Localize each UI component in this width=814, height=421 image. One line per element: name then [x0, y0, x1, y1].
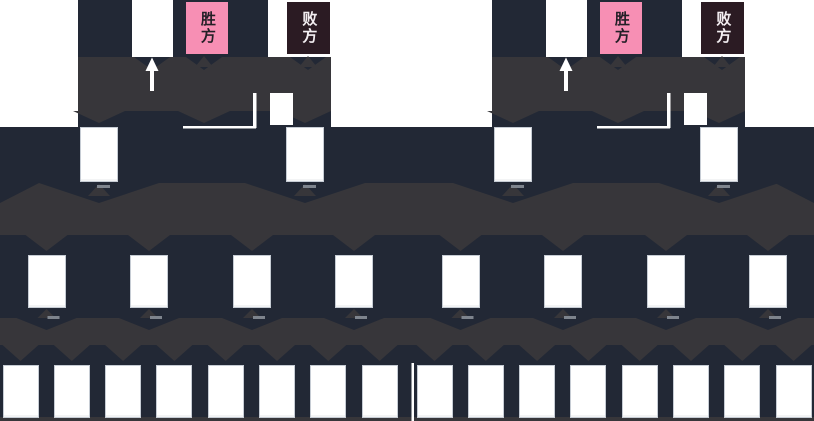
half-divider-line [411, 363, 414, 421]
round3-slot[interactable] [80, 127, 118, 182]
round2-slot[interactable] [441, 255, 480, 308]
loser-badge-label: 败方 [300, 11, 318, 45]
round2-slot[interactable] [749, 255, 787, 308]
loser-badge-label: 败方 [714, 11, 732, 45]
round1-slot[interactable] [673, 365, 709, 418]
round1-slot[interactable] [519, 365, 556, 418]
champion-slot[interactable] [132, 0, 173, 57]
up-arrow-icon [145, 57, 159, 91]
round1-slot[interactable] [467, 365, 504, 418]
champion-slot[interactable] [546, 0, 587, 57]
round1-slot[interactable] [259, 365, 295, 418]
loser-path-slot[interactable] [270, 93, 293, 125]
round1-slot[interactable] [416, 365, 453, 418]
winner-badge: 胜方 [600, 2, 642, 54]
round3-slot[interactable] [286, 127, 324, 182]
round1-slot[interactable] [621, 365, 658, 418]
round1-slot[interactable] [310, 365, 347, 418]
loser-path-slot[interactable] [684, 93, 707, 125]
round3-slot[interactable] [700, 127, 738, 182]
round1-slot[interactable] [105, 365, 142, 418]
winner-badge: 胜方 [186, 2, 228, 54]
round2-slot[interactable] [647, 255, 685, 308]
round2-slot[interactable] [130, 255, 168, 308]
round1-slot[interactable] [156, 365, 193, 418]
round1-slot[interactable] [361, 365, 398, 418]
round1-slot[interactable] [775, 365, 812, 418]
up-arrow-icon [559, 57, 573, 91]
round2-slot[interactable] [27, 255, 66, 308]
round1-slot[interactable] [207, 365, 244, 418]
winner-badge-label: 胜方 [612, 11, 630, 45]
round1-slot[interactable] [570, 365, 607, 418]
winner-badge-label: 胜方 [198, 11, 216, 45]
round2-slot[interactable] [335, 255, 373, 308]
round2-slot[interactable] [544, 255, 582, 308]
loser-badge: 败方 [701, 2, 744, 54]
round2-slot[interactable] [233, 255, 271, 308]
round1-slot[interactable] [2, 365, 39, 418]
round1-slot[interactable] [53, 365, 90, 418]
round1-slot[interactable] [724, 365, 761, 418]
round3-slot[interactable] [494, 127, 532, 182]
loser-badge: 败方 [287, 2, 330, 54]
